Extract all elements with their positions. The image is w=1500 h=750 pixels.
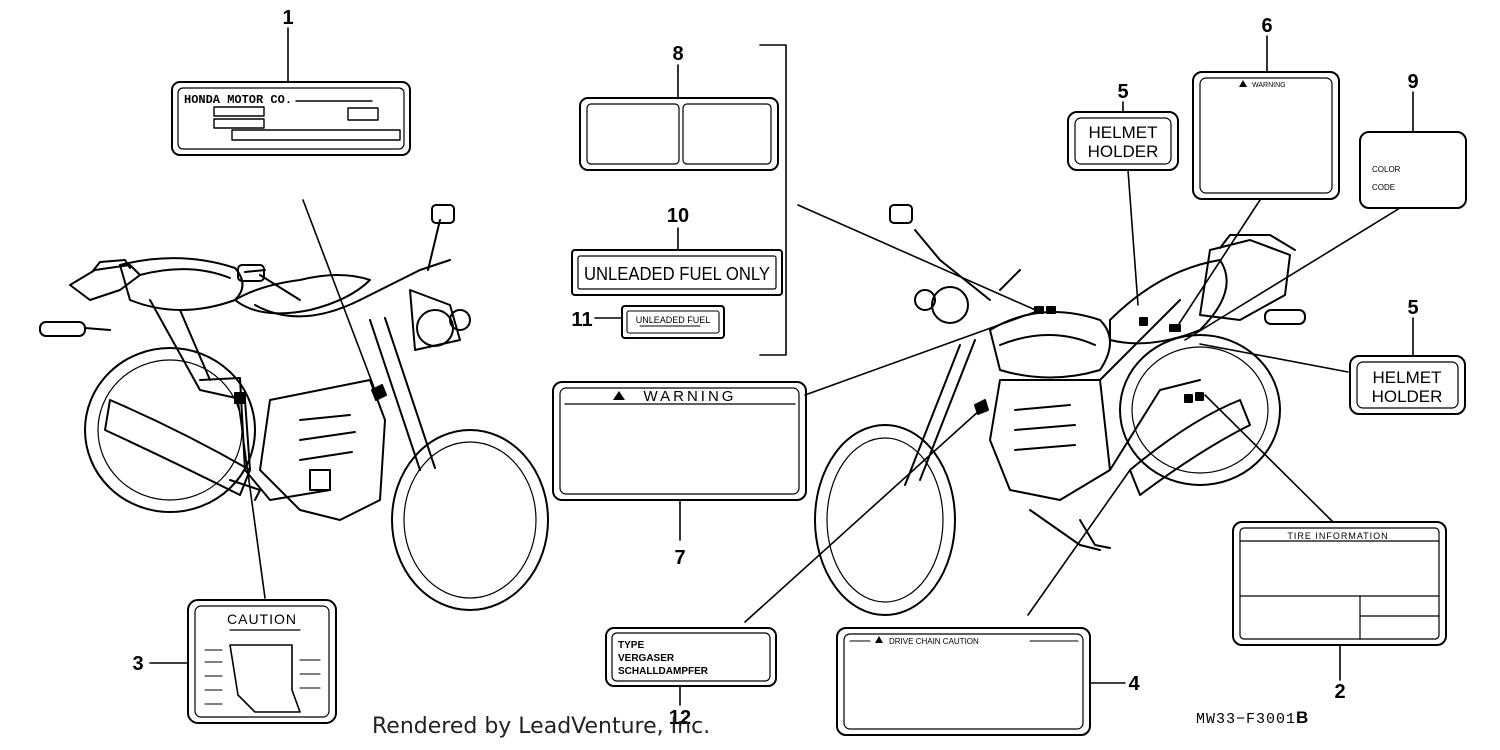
left-motorcycle xyxy=(39,204,549,611)
warning-text: WARNING xyxy=(644,388,737,405)
schalldampfer-text: SCHALLDAMPFER xyxy=(618,666,709,677)
label-5-helmet-holder-top xyxy=(1067,111,1179,171)
color-text: COLOR xyxy=(1372,165,1401,174)
callout-4: 4 xyxy=(1128,673,1140,695)
leader-lines xyxy=(149,27,1414,706)
diagram-code-suffix: B xyxy=(1296,708,1310,727)
callout-7: 7 xyxy=(674,547,685,569)
callout-3: 3 xyxy=(132,653,143,675)
unleaded-only-text: UNLEADED FUEL ONLY xyxy=(584,264,770,284)
label-2-tire-information xyxy=(1232,521,1447,646)
type-text: TYPE xyxy=(618,640,644,651)
drive-chain-text: DRIVE CHAIN CAUTION xyxy=(889,637,979,646)
diagram-code: MW33−F3001B xyxy=(1196,708,1309,728)
callout-1: 1 xyxy=(282,7,293,29)
warning-small-text: WARNING xyxy=(1252,82,1286,89)
callout-5-top: 5 xyxy=(1117,81,1128,103)
label-8-plate xyxy=(579,97,779,171)
callout-8: 8 xyxy=(672,43,683,65)
right-motorcycle xyxy=(814,204,1306,616)
label-4-drive-chain xyxy=(836,627,1091,736)
label-11-plate xyxy=(621,305,725,339)
label-7-plate xyxy=(552,381,807,501)
label-9-plate xyxy=(1359,131,1467,209)
callout-6: 6 xyxy=(1261,15,1272,37)
honda-plate-text: HONDA MOTOR CO. xyxy=(184,93,292,107)
label-6-plate xyxy=(1192,71,1340,200)
helmet-top-line2: HOLDER xyxy=(1088,142,1159,161)
callout-5-right: 5 xyxy=(1407,297,1418,319)
callout-2: 2 xyxy=(1334,681,1345,703)
callout-11: 11 xyxy=(571,309,592,331)
unleaded-small-text: UNLEADED FUEL xyxy=(636,315,711,325)
callout-12: 12 xyxy=(669,707,691,729)
label-5-helmet-holder-right xyxy=(1349,355,1466,415)
helmet-right-line1: HELMET xyxy=(1373,368,1442,387)
helmet-right-line2: HOLDER xyxy=(1372,387,1443,406)
code-text: CODE xyxy=(1372,183,1395,192)
helmet-top-line1: HELMET xyxy=(1089,123,1158,142)
rendered-by-credit: Rendered by LeadVenture, Inc. xyxy=(372,714,711,739)
callout-10: 10 xyxy=(667,205,689,227)
label-1-honda-plate xyxy=(171,81,411,156)
callout-9: 9 xyxy=(1407,71,1418,93)
label-3-caution xyxy=(187,599,337,724)
tire-information-text: TIRE INFORMATION xyxy=(1287,531,1388,541)
caution-text: CAUTION xyxy=(227,611,297,627)
vergaser-text: VERGASER xyxy=(618,653,675,664)
diagram-code-main: MW33−F3001 xyxy=(1196,711,1297,728)
label-12-plate xyxy=(605,627,777,687)
label-10-plate xyxy=(571,249,783,296)
